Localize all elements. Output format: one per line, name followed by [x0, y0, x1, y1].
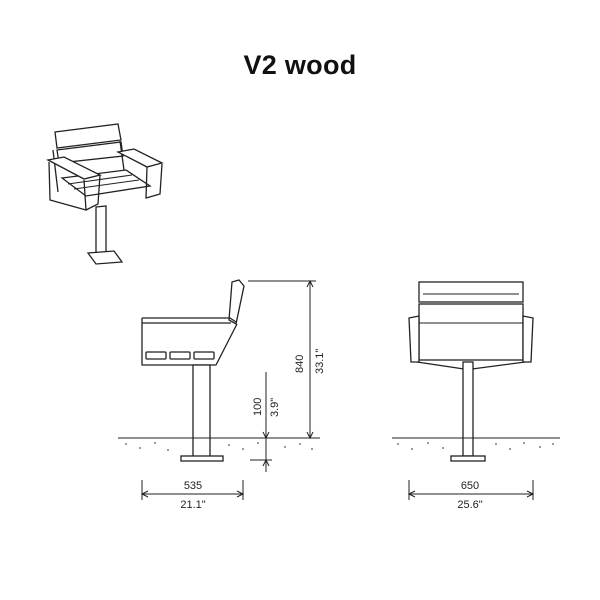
depth-mm-label: 535: [184, 480, 202, 492]
width-mm-label: 650: [461, 480, 479, 492]
depth-in-label: 21.1": [180, 499, 205, 511]
embed-mm-label: 100: [252, 398, 264, 416]
embed-in-label: 3.9": [269, 398, 281, 417]
front-view: [392, 281, 560, 500]
drawing-title: V2 wood: [243, 50, 357, 80]
width-in-label: 25.6": [457, 499, 482, 511]
side-view: [118, 279, 320, 500]
height-in-label: 33.1": [314, 349, 326, 374]
height-mm-label: 840: [294, 355, 306, 373]
isometric-view: [46, 123, 164, 265]
